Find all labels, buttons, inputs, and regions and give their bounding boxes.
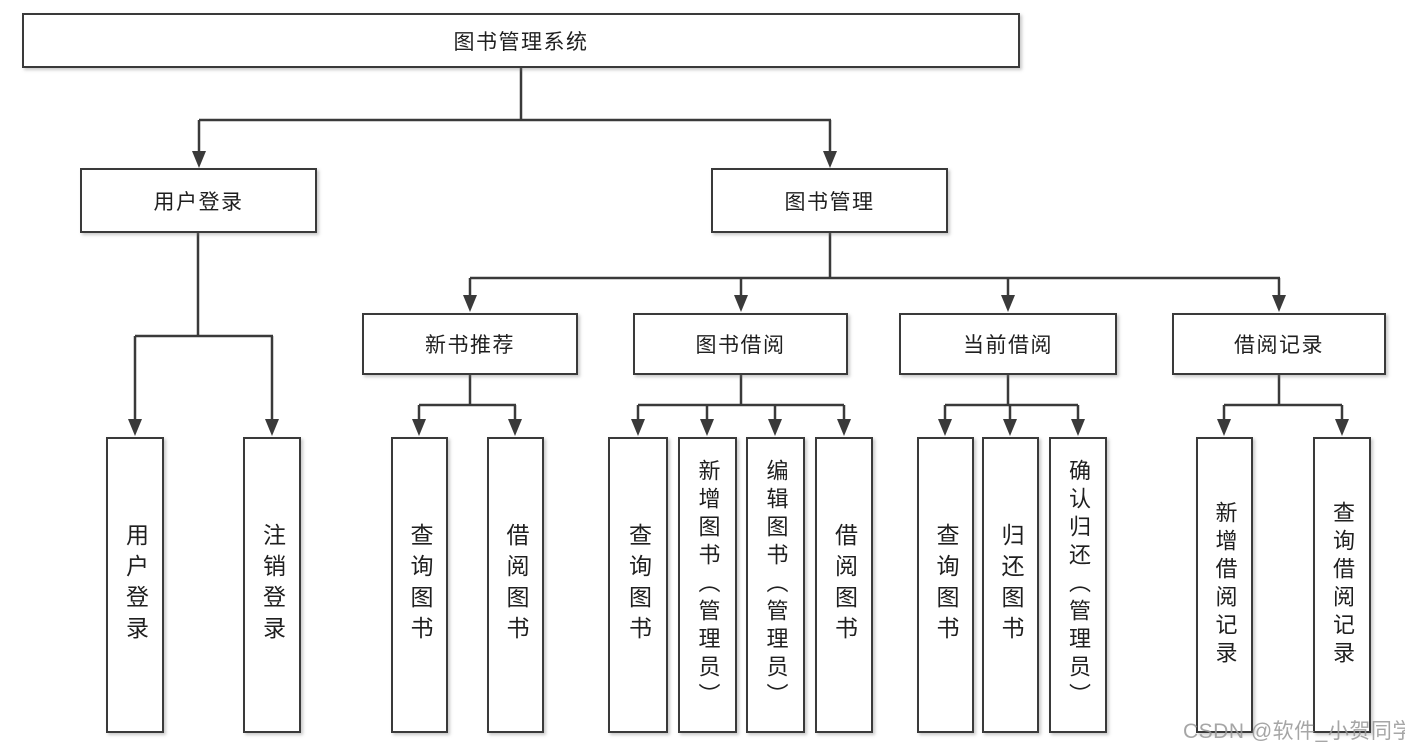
leaf-borrow-books-recommend: 借阅图书 [487,437,544,733]
node-book-borrow-label: 图书借阅 [695,334,786,357]
node-book-management-label: 图书管理 [784,190,875,214]
leaf-return-books-label: 归还图书 [998,523,1024,647]
leaf-query-borrow-record: 查询借阅记录 [1313,437,1371,733]
watermark: CSDN @软件_小贺同学 [1183,720,1405,743]
leaf-borrow-books-recommend-label: 借阅图书 [503,523,529,647]
connector-root [197,68,832,152]
leaf-query-books-current: 查询图书 [917,437,974,733]
leaf-add-books-admin: 新增图书（管理员） [678,437,737,733]
leaf-return-books: 归还图书 [982,437,1039,733]
leaf-borrow-books: 借阅图书 [815,437,873,733]
node-book-borrow: 图书借阅 [633,313,848,375]
leaf-query-books-recommend: 查询图书 [391,437,448,733]
leaf-add-books-admin-label: 新增图书（管理员） [695,459,721,711]
leaf-logout: 注销登录 [243,437,301,733]
node-root: 图书管理系统 [22,13,1020,68]
connector-new-book-recommend [417,375,517,420]
node-new-book-recommend-label: 新书推荐 [425,334,515,357]
leaf-query-borrow-record-label: 查询借阅记录 [1330,501,1355,669]
leaf-user-login-label: 用户登录 [122,523,149,647]
leaf-edit-books-admin-label: 编辑图书（管理员） [763,459,789,711]
leaf-query-books-borrow-label: 查询图书 [625,523,652,647]
leaf-confirm-return-admin: 确认归还（管理员） [1049,437,1107,733]
node-user-login: 用户登录 [80,168,317,233]
connector-user-login [133,233,274,420]
node-root-label: 图书管理系统 [453,30,589,54]
leaf-borrow-books-label: 借阅图书 [831,523,858,647]
node-user-login-label: 用户登录 [153,190,244,214]
node-borrow-record: 借阅记录 [1172,313,1386,375]
connector-current-borrow [943,375,1080,420]
leaf-query-books-current-label: 查询图书 [933,523,959,647]
leaf-logout-label: 注销登录 [259,523,286,647]
connector-book-borrow [636,375,846,420]
leaf-query-books-borrow: 查询图书 [608,437,668,733]
leaf-edit-books-admin: 编辑图书（管理员） [746,437,805,733]
connector-borrow-record [1222,375,1344,420]
leaf-add-borrow-record-label: 新增借阅记录 [1212,501,1238,669]
leaf-add-borrow-record: 新增借阅记录 [1196,437,1253,733]
node-current-borrow-label: 当前借阅 [963,334,1053,357]
leaf-query-books-recommend-label: 查询图书 [407,523,433,647]
leaf-confirm-return-admin-label: 确认归还（管理员） [1066,459,1091,711]
node-current-borrow: 当前借阅 [899,313,1117,375]
node-borrow-record-label: 借阅记录 [1234,334,1324,357]
node-book-management: 图书管理 [711,168,948,233]
connector-book-management [468,233,1281,296]
leaf-user-login: 用户登录 [106,437,164,733]
node-new-book-recommend: 新书推荐 [362,313,578,375]
